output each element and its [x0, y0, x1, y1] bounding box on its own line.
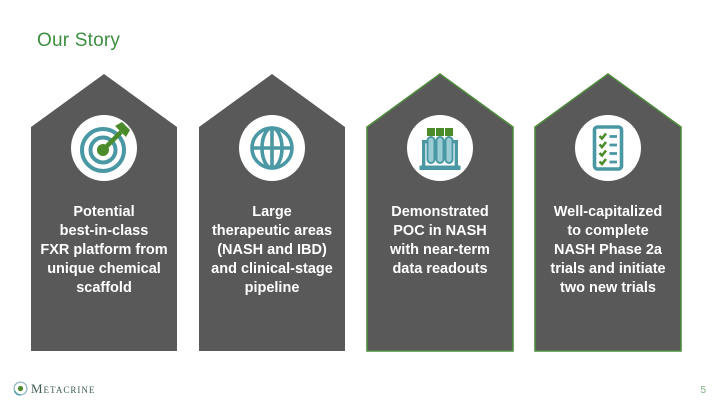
page-title: Our Story	[37, 30, 121, 51]
metacrine-logo-text: Metacrine	[31, 380, 96, 396]
panel-well-capitalized: Well-capitalized to complete NASH Phase …	[534, 73, 682, 352]
panel-pentagon-shape	[31, 74, 177, 351]
panel-text: Large therapeutic areas (NASH and IBD) a…	[211, 204, 333, 296]
panel-poc-nash: Demonstrated POC in NASH with near-term …	[366, 73, 514, 352]
icon-circle	[71, 115, 137, 181]
panel-therapeutic-areas: Large therapeutic areas (NASH and IBD) a…	[198, 73, 346, 352]
test-tubes-icon	[419, 128, 461, 170]
metacrine-logo-icon	[13, 381, 28, 396]
panel-text: Potential best-in-class FXR platform fro…	[40, 204, 168, 296]
panel-fxr-platform: Potential best-in-class FXR platform fro…	[30, 73, 178, 352]
panel-pentagon-shape	[534, 73, 682, 352]
panel-text: Demonstrated POC in NASH with near-term …	[390, 204, 490, 277]
checklist-icon	[592, 125, 624, 171]
icon-circle	[575, 115, 641, 181]
target-dart-icon	[80, 122, 130, 173]
page-number: 5	[700, 385, 706, 396]
icon-circle	[407, 115, 473, 181]
panel-pentagon-shape	[366, 73, 514, 352]
globe-icon	[250, 126, 294, 170]
metacrine-logo: Metacrine	[12, 380, 95, 397]
icon-circle	[239, 115, 305, 181]
panel-text: Well-capitalized to complete NASH Phase …	[550, 204, 666, 296]
panel-pentagon-shape	[199, 74, 345, 351]
